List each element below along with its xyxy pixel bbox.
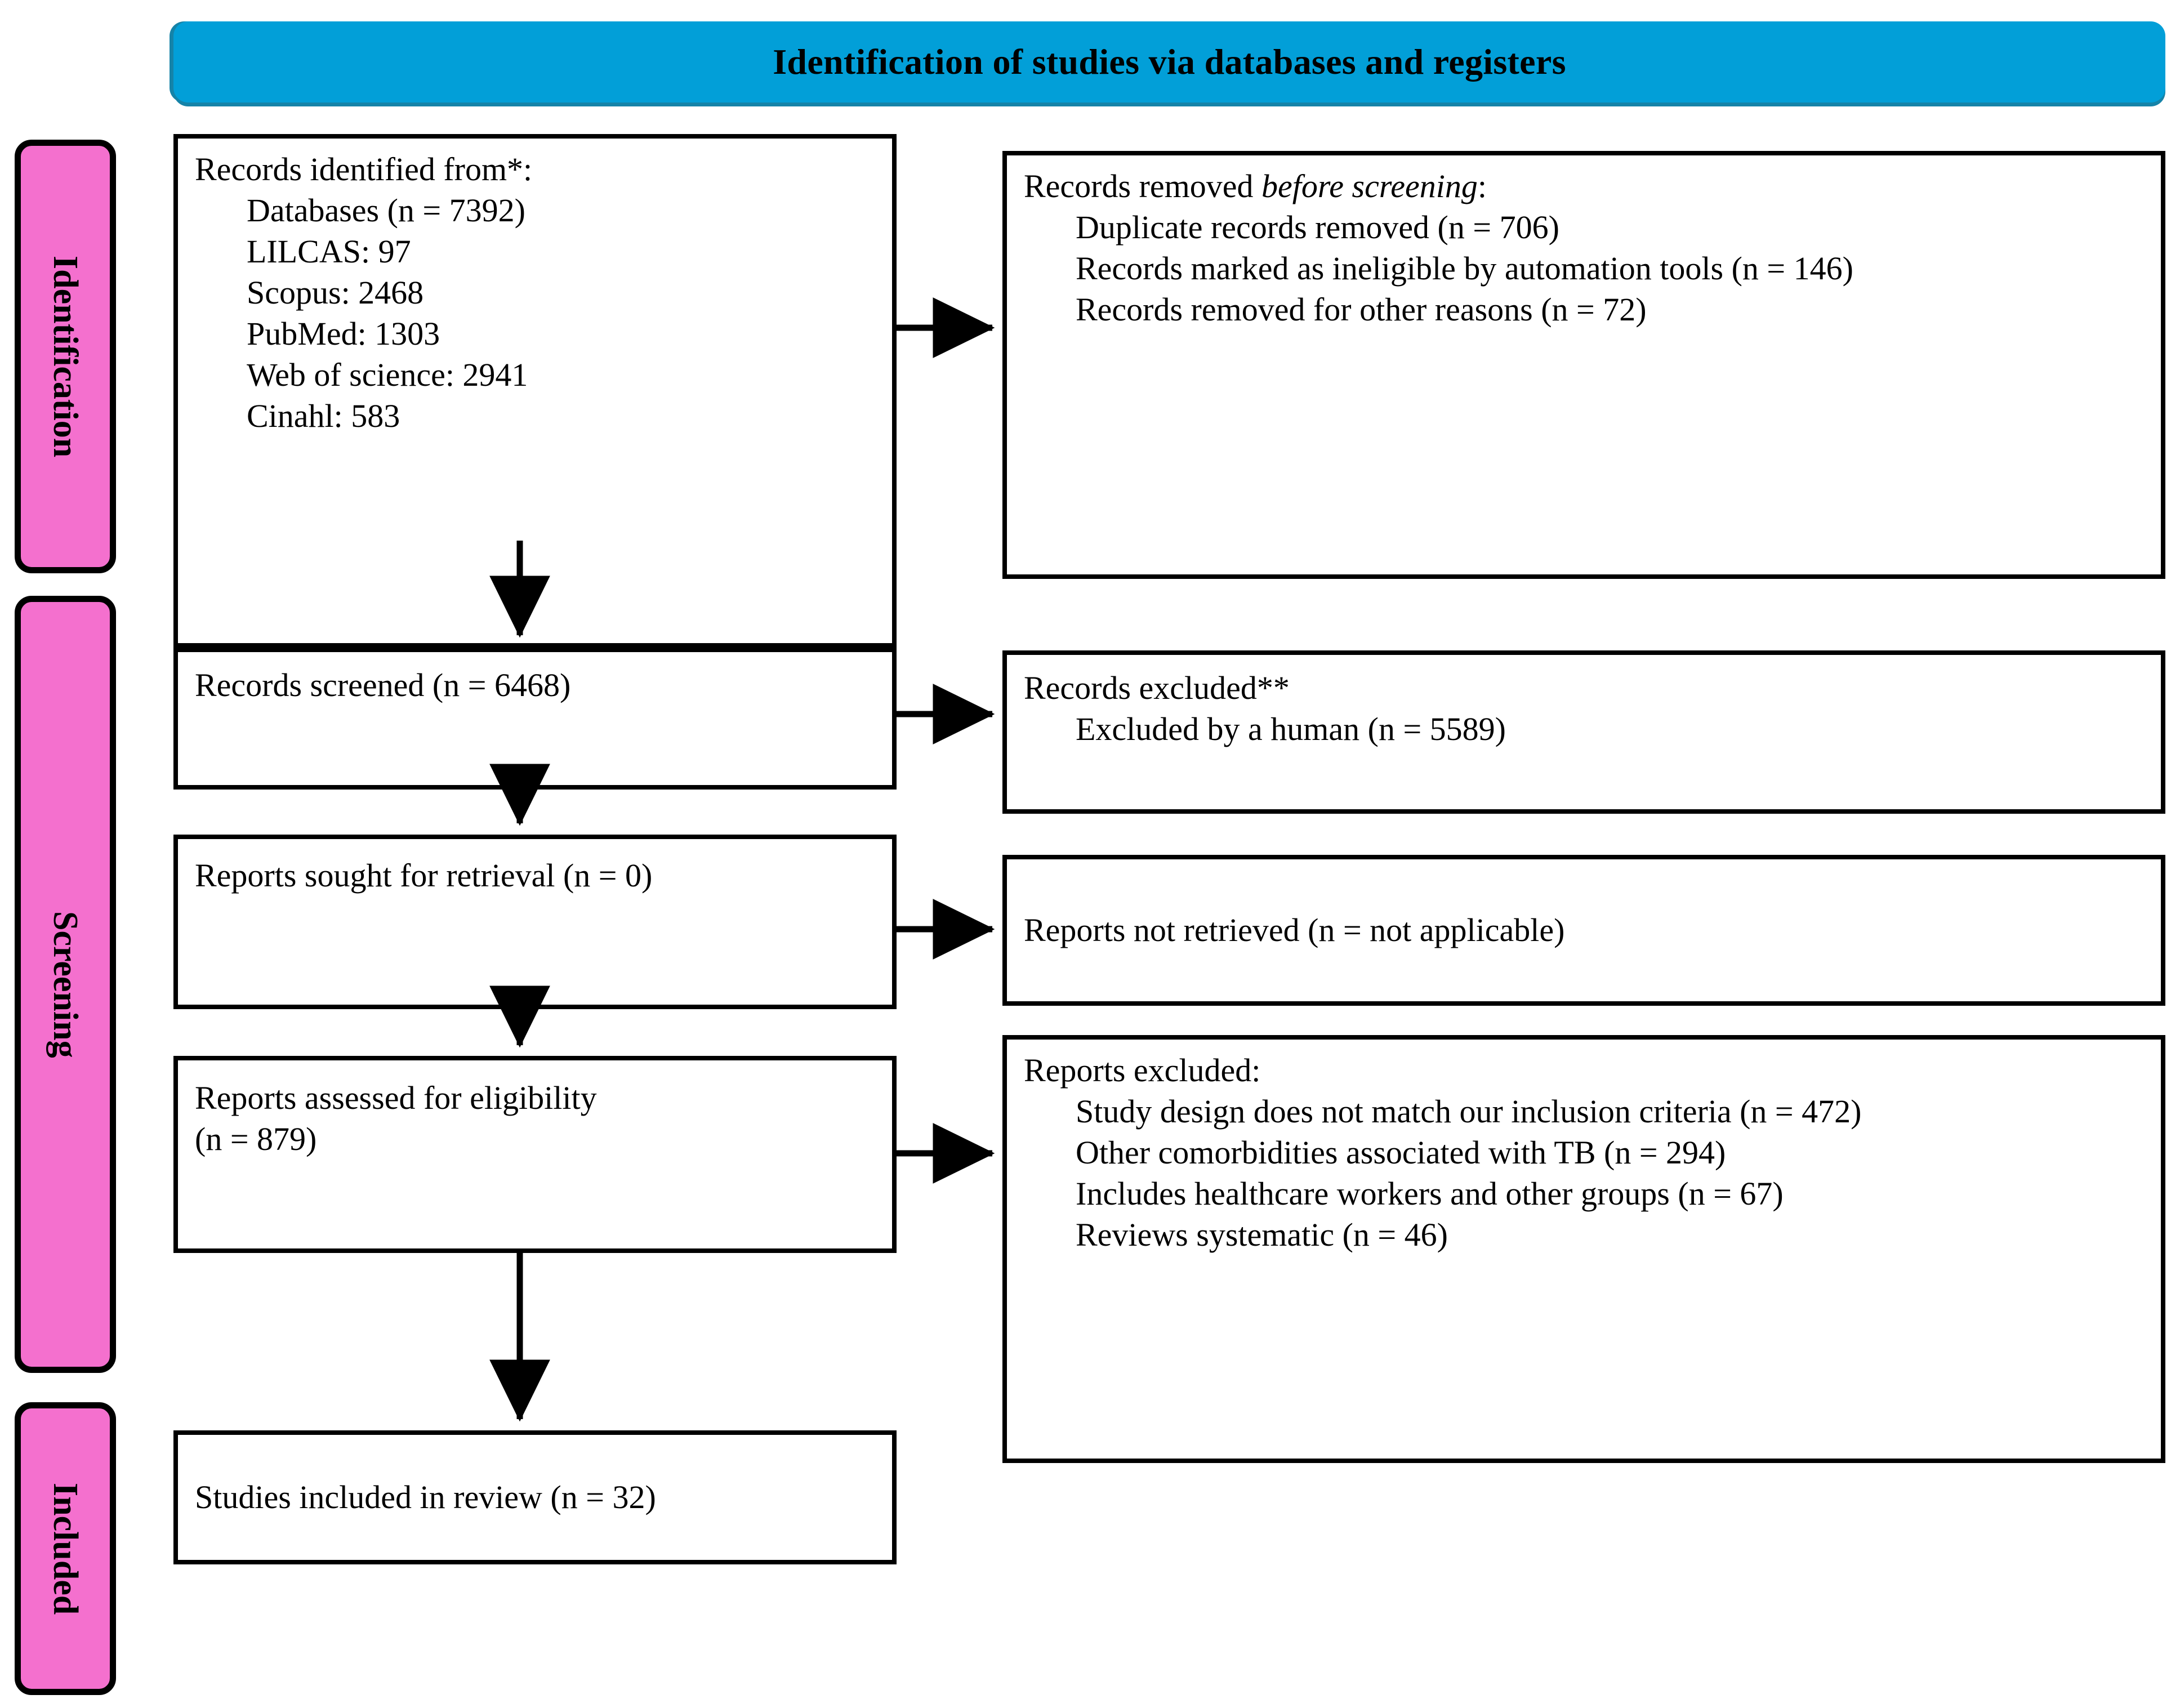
removed-title-suffix: :	[1477, 168, 1487, 204]
box-reports-not-retrieved-title: Reports not retrieved (n = not applicabl…	[1024, 912, 1565, 949]
box-records-excluded-title: Records excluded**	[1024, 670, 1290, 706]
stage-label-screening: Screening	[46, 911, 84, 1058]
box-records-identified-line-cinahl: Cinahl: 583	[247, 398, 400, 435]
box-reports-sought-title: Reports sought for retrieval (n = 0)	[195, 857, 653, 894]
box-reports-excluded-line-comorbidities: Other comorbidities associated with TB (…	[1076, 1134, 1726, 1171]
removed-title-prefix: Records removed	[1024, 168, 1261, 204]
box-records-removed-title: Records removed before screening:	[1024, 166, 2146, 207]
stage-label-identification: Identification	[46, 255, 84, 458]
box-studies-included-in-review: Studies included in review (n = 32)	[173, 1430, 897, 1564]
box-records-screened: Records screened (n = 6468)	[173, 648, 897, 790]
stage-tab-included: Included	[15, 1402, 116, 1695]
box-records-removed-before-screening: Records removed before screening: Duplic…	[1002, 151, 2165, 579]
box-reports-assessed-title: Reports assessed for eligibility	[195, 1080, 597, 1116]
box-reports-excluded-line-healthcare-workers: Includes healthcare workers and other gr…	[1076, 1175, 1784, 1212]
stage-label-included: Included	[46, 1482, 84, 1615]
box-reports-excluded-title: Reports excluded:	[1024, 1052, 1261, 1089]
box-records-screened-title: Records screened (n = 6468)	[195, 667, 571, 703]
removed-title-italic: before screening	[1261, 168, 1478, 204]
box-reports-assessed-count: (n = 879)	[195, 1121, 317, 1158]
box-reports-excluded-line-reviews: Reviews systematic (n = 46)	[1076, 1216, 1448, 1254]
box-records-identified-title: Records identified from*:	[195, 151, 533, 188]
box-records-identified-line-pubmed: PubMed: 1303	[247, 315, 440, 353]
box-reports-excluded: Reports excluded: Study design does not …	[1002, 1035, 2165, 1463]
box-records-identified-line-lilcas: LILCAS: 97	[247, 233, 411, 270]
box-records-excluded-line-human: Excluded by a human (n = 5589)	[1076, 711, 1506, 748]
box-records-identified-line-databases: Databases (n = 7392)	[247, 192, 525, 229]
diagram-header-banner: Identification of studies via databases …	[173, 21, 2165, 102]
box-records-identified: Records identified from*: Databases (n =…	[173, 134, 897, 648]
diagram-title: Identification of studies via databases …	[773, 42, 1566, 82]
stage-tab-identification: Identification	[15, 140, 116, 573]
box-reports-assessed-for-eligibility: Reports assessed for eligibility (n = 87…	[173, 1056, 897, 1253]
box-reports-excluded-line-study-design: Study design does not match our inclusio…	[1076, 1093, 1862, 1130]
box-studies-included-title: Studies included in review (n = 32)	[195, 1479, 656, 1516]
box-reports-sought-for-retrieval: Reports sought for retrieval (n = 0)	[173, 835, 897, 1009]
box-records-removed-line-duplicates: Duplicate records removed (n = 706)	[1076, 209, 1559, 246]
box-records-identified-line-webofscience: Web of science: 2941	[247, 356, 528, 394]
box-records-excluded: Records excluded** Excluded by a human (…	[1002, 650, 2165, 814]
box-records-removed-line-automation: Records marked as ineligible by automati…	[1076, 250, 1853, 287]
box-records-identified-line-scopus: Scopus: 2468	[247, 274, 424, 311]
box-reports-not-retrieved: Reports not retrieved (n = not applicabl…	[1002, 855, 2165, 1006]
box-records-removed-line-other: Records removed for other reasons (n = 7…	[1076, 291, 1647, 328]
stage-tab-screening: Screening	[15, 596, 116, 1373]
